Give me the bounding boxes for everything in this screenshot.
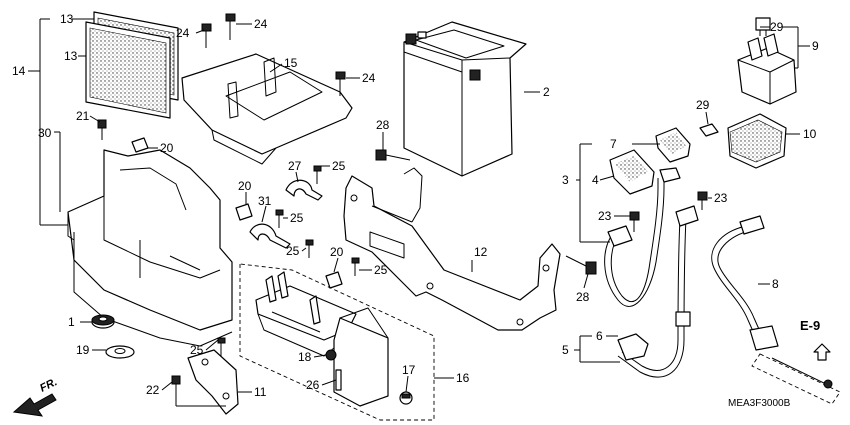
screw-25c [305, 239, 314, 258]
callout-20b: 20 [238, 179, 252, 193]
fuse-17 [399, 391, 413, 405]
callout-18: 18 [298, 350, 312, 364]
callout-31: 31 [258, 194, 272, 208]
negative-cable-assembly [617, 205, 699, 378]
callout-17: 17 [402, 363, 416, 377]
fuse-29b [699, 123, 719, 137]
callout-10: 10 [803, 127, 817, 141]
callout-24c: 24 [362, 71, 376, 85]
callout-23a: 23 [714, 191, 728, 205]
fuse-26 [335, 369, 342, 391]
callout-16: 16 [456, 371, 470, 385]
bolt-28a [375, 149, 411, 161]
callout-19: 19 [76, 343, 90, 357]
callout-6: 6 [596, 329, 603, 343]
diagram-code: MEA3F3000B [728, 398, 791, 409]
bolt-24a [201, 23, 212, 48]
callout-29b: 29 [696, 98, 710, 112]
fuse-box-outline [239, 263, 435, 421]
bolt-22 [171, 375, 181, 400]
callout-12: 12 [474, 245, 488, 259]
callout-25b: 25 [290, 211, 304, 225]
callout-28b: 28 [576, 290, 590, 304]
callout-8: 8 [772, 277, 779, 291]
callout-2: 2 [543, 85, 550, 99]
screw-23a [697, 191, 708, 210]
terminal-cover-6 [617, 333, 649, 361]
battery-holder-plate [181, 53, 353, 165]
bolt-24b [225, 13, 236, 40]
leader-lines [28, 18, 810, 407]
ground-cable [711, 215, 779, 351]
battery-bracket [343, 167, 561, 331]
bracket-11 [187, 349, 239, 415]
front-direction-arrow [12, 393, 57, 417]
clamp-31 [249, 223, 291, 249]
clamp-27 [285, 179, 323, 201]
terminal-cover-7 [655, 127, 691, 163]
callout-11: 11 [254, 385, 267, 399]
callout-23b: 23 [598, 209, 612, 223]
callout-29a: 29 [770, 20, 784, 34]
grommet-19 [105, 345, 135, 359]
battery-box [67, 149, 233, 347]
callout-27: 27 [288, 159, 302, 173]
callout-5: 5 [562, 343, 569, 357]
callout-4: 4 [592, 173, 599, 187]
callout-25a: 25 [332, 159, 346, 173]
terminal-cover-4 [609, 149, 655, 195]
callout-13b: 13 [64, 49, 78, 63]
callout-21: 21 [76, 109, 90, 123]
callout-labels: 13 14 13 30 21 20 24 24 15 24 2 28 27 25… [12, 12, 820, 409]
callout-20c: 20 [330, 245, 344, 259]
filter-element-lower [85, 21, 171, 119]
callout-14: 14 [12, 64, 26, 78]
clip-20c [325, 271, 343, 289]
callout-20a: 20 [160, 141, 174, 155]
e9-up-arrow [813, 343, 831, 361]
bolt-24c [335, 71, 346, 96]
callout-7: 7 [610, 137, 617, 151]
screw-25d [351, 257, 360, 276]
callout-15: 15 [284, 56, 298, 70]
e9-reference-box [751, 353, 841, 405]
callout-13a: 13 [60, 12, 74, 26]
section-ref-label: E-9 [800, 318, 820, 333]
clip-20a [131, 137, 149, 153]
relay-cover [727, 113, 787, 169]
callout-24b: 24 [254, 17, 268, 31]
screw-23b [629, 211, 640, 232]
fuse-box [255, 271, 389, 407]
callout-3: 3 [562, 173, 569, 187]
bolt-21 [97, 119, 107, 140]
positive-cable-assembly [604, 167, 681, 307]
callout-1: 1 [68, 315, 75, 329]
callout-25e: 25 [190, 343, 204, 357]
callout-25c: 25 [286, 244, 300, 258]
direction-label: FR. [38, 376, 59, 395]
clip-20b [235, 203, 253, 221]
bolt-28b [565, 255, 597, 275]
callout-30: 30 [38, 126, 52, 140]
callout-22: 22 [146, 383, 160, 397]
fuse-box-screw-18 [325, 349, 337, 361]
grommet-1 [91, 314, 115, 329]
battery [403, 21, 527, 177]
screw-25b [275, 209, 284, 228]
screw-25a [313, 165, 322, 184]
callout-24a: 24 [176, 26, 190, 40]
starter-relay [737, 33, 797, 105]
callout-26: 26 [306, 378, 320, 392]
callout-25d: 25 [374, 263, 388, 277]
callout-9: 9 [812, 39, 819, 53]
callout-28a: 28 [376, 118, 390, 132]
